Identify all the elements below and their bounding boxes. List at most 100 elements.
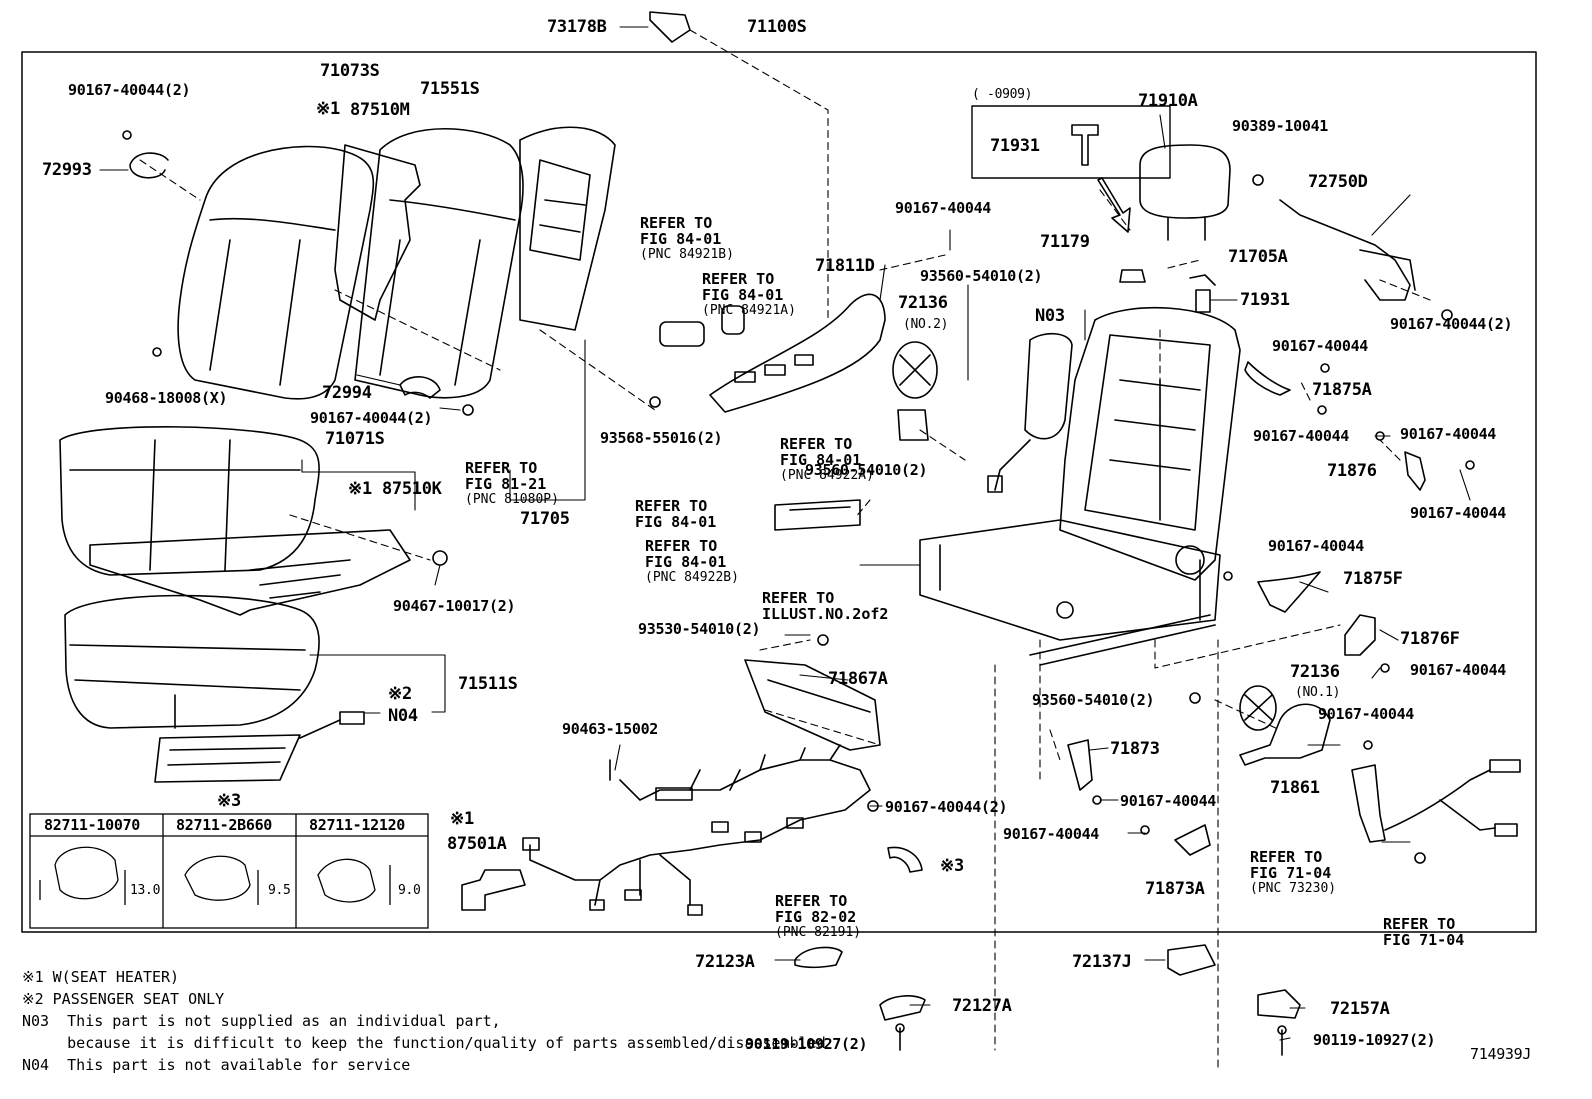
- bracket-71873A: [1174, 824, 1211, 856]
- occupant-sensor: [154, 734, 301, 783]
- label-72136-no1-sub: (NO.1): [1295, 685, 1341, 700]
- bracket-73178B: [649, 11, 691, 43]
- label-90467: 90467-10017(2): [393, 597, 516, 615]
- headrest-guide: [1071, 124, 1099, 166]
- bracket-71876: [1404, 451, 1426, 491]
- bracket-72137J: [1167, 944, 1216, 976]
- side-airbag: [1024, 332, 1073, 440]
- label-90167-40044-2-b: 90167-40044(2): [885, 798, 1008, 816]
- cover-71876F: [1344, 614, 1376, 656]
- part-71705A: [1189, 274, 1216, 286]
- label-71931-b: 71931: [1240, 290, 1290, 310]
- label-71873A: 71873A: [1145, 879, 1205, 899]
- seat-cushion-cover: [59, 426, 320, 576]
- connector-87501A: [461, 869, 526, 911]
- clip-dim-1: 13.0: [130, 883, 161, 898]
- label-87510M: 87510M: [350, 100, 410, 120]
- cover-71875A: [1244, 361, 1291, 396]
- label-71931-a: 71931: [990, 136, 1040, 156]
- label-90389: 90389-10041: [1232, 117, 1329, 135]
- label-90167-40044-r5: 90167-40044: [1268, 537, 1365, 555]
- label-72136-no2-sub: (NO.2): [903, 317, 949, 332]
- cover-71875F: [1257, 571, 1321, 613]
- bracket-71873: [1067, 739, 1093, 791]
- mark1-b: ※1: [348, 479, 372, 499]
- label-72127A: 72127A: [952, 996, 1012, 1016]
- label-71811D: 71811D: [815, 256, 875, 276]
- label-90468: 90468-18008(X): [105, 389, 228, 407]
- label-71861: 71861: [1270, 778, 1320, 798]
- label-0909: ( -0909): [972, 87, 1033, 102]
- label-87510K: 87510K: [382, 479, 442, 499]
- label-90119-b: 90119-10927(2): [1313, 1031, 1436, 1049]
- label-72750D: 72750D: [1308, 172, 1368, 192]
- seat-cushion-heater: [89, 529, 411, 616]
- label-71705A: 71705A: [1228, 247, 1288, 267]
- label-93560-b: 93560-54010(2): [805, 461, 928, 479]
- label-72994: 72994: [322, 383, 372, 403]
- clip-table: [29, 813, 429, 929]
- seat-belt-buckle: [1351, 764, 1386, 843]
- label-90167-40044-r8: 90167-40044: [1120, 792, 1217, 810]
- label-N03: N03: [1035, 306, 1065, 326]
- label-71876F: 71876F: [1400, 629, 1460, 649]
- part-71179: [1119, 269, 1146, 283]
- guide-71931: [1195, 289, 1211, 313]
- label-71910A: 71910A: [1138, 91, 1198, 111]
- label-90167-40044-r2: 90167-40044: [1253, 427, 1350, 445]
- label-71551S: 71551S: [420, 79, 480, 99]
- switch-84921B: [659, 321, 705, 347]
- cover-72127A: [879, 995, 926, 1021]
- label-71875F: 71875F: [1343, 569, 1403, 589]
- label-90167-40044-c: 90167-40044: [895, 199, 992, 217]
- label-72993: 72993: [42, 160, 92, 180]
- label-72136-no2: 72136: [898, 293, 948, 313]
- label-90119-a: 90119-10927(2): [745, 1035, 868, 1053]
- seat-frame: [1059, 306, 1241, 581]
- label-71867A: 71867A: [828, 669, 888, 689]
- variant-box: [971, 105, 1171, 179]
- diagram-id: 714939J: [1470, 1045, 1532, 1063]
- label-71876: 71876: [1327, 461, 1377, 481]
- seatback-cover: [177, 145, 375, 400]
- label-72157A: 72157A: [1330, 999, 1390, 1019]
- label-71071S: 71071S: [325, 429, 385, 449]
- note-1: ※1 W(SEAT HEATER): [22, 968, 180, 986]
- label-90167-40044-r7: 90167-40044: [1318, 705, 1415, 723]
- lever-71861: [1239, 703, 1331, 766]
- label-N04: N04: [388, 706, 418, 726]
- label-90167-40044-r6: 90167-40044: [1410, 661, 1507, 679]
- main-frame: [21, 51, 1537, 933]
- label-90167-40044-2-tl: 90167-40044(2): [68, 81, 191, 99]
- bracket-72993: [129, 152, 169, 179]
- label-71875A: 71875A: [1312, 380, 1372, 400]
- label-90167-40044-r9: 90167-40044: [1003, 825, 1100, 843]
- note-3: N03 This part is not supplied as an indi…: [22, 1012, 501, 1030]
- knob-no1: [1239, 685, 1277, 731]
- recliner-cable: [1279, 199, 1411, 301]
- bracket-72157A: [1257, 989, 1301, 1019]
- label-71873: 71873: [1110, 739, 1160, 759]
- clip-part-3: 82711-12120: [309, 816, 406, 834]
- seat-cushion-pad: [64, 594, 320, 729]
- label-90167-40044-r4: 90167-40044: [1410, 504, 1507, 522]
- label-87501A: 87501A: [447, 834, 507, 854]
- label-73178B: 73178B: [547, 17, 607, 37]
- label-93560-c: 93560-54010(2): [1032, 691, 1155, 709]
- switch-84922A: [897, 409, 929, 441]
- mark3-b: ※3: [940, 856, 964, 876]
- label-90167-40044-2-ml: 90167-40044(2): [310, 409, 433, 427]
- label-93568: 93568-55016(2): [600, 429, 723, 447]
- cover-72123A: [794, 946, 843, 969]
- mark1-a: ※1: [316, 99, 340, 119]
- headrest: [1139, 144, 1231, 219]
- label-93530: 93530-54010(2): [638, 620, 761, 638]
- label-71179: 71179: [1040, 232, 1090, 252]
- label-90167-40044-2-r: 90167-40044(2): [1390, 315, 1513, 333]
